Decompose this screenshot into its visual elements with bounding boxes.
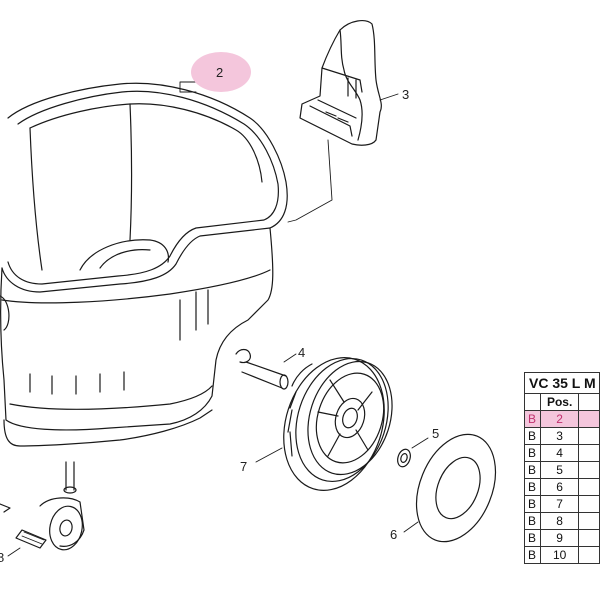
handle-bracket (299, 20, 382, 146)
wheel (283, 357, 393, 491)
callout-2-highlight (191, 52, 251, 92)
table-row[interactable]: B 2 (523, 410, 600, 428)
callout-7[interactable]: 7 (240, 459, 247, 474)
callout-8[interactable]: 8 (0, 550, 4, 565)
parts-list-table: VC 35 L M Pos. B 2 B 3 B 4 B 5 B (523, 372, 600, 564)
table-row[interactable]: B 9 (523, 529, 600, 547)
callout-4[interactable]: 4 (298, 345, 305, 360)
callout-2[interactable]: 2 (216, 65, 223, 80)
table-row[interactable]: B 8 (523, 512, 600, 530)
table-row[interactable]: B 5 (523, 461, 600, 479)
callout-3[interactable]: 3 (402, 87, 409, 102)
leader-lines (7, 81, 429, 557)
table-row[interactable]: B 6 (523, 478, 600, 496)
hub-cap (415, 433, 497, 543)
axle-rod (241, 361, 289, 390)
table-title: VC 35 L M (524, 372, 600, 394)
tank-container (0, 82, 288, 447)
header-pos: Pos. (540, 393, 579, 411)
castor-wheel (0, 461, 85, 551)
callout-5[interactable]: 5 (432, 426, 439, 441)
table-row[interactable]: B 4 (523, 444, 600, 462)
table-row[interactable]: B 7 (523, 495, 600, 513)
callout-6[interactable]: 6 (390, 527, 397, 542)
table-row[interactable]: B 10 (523, 546, 600, 564)
washer (397, 448, 411, 468)
table-row[interactable]: B 3 (523, 427, 600, 445)
